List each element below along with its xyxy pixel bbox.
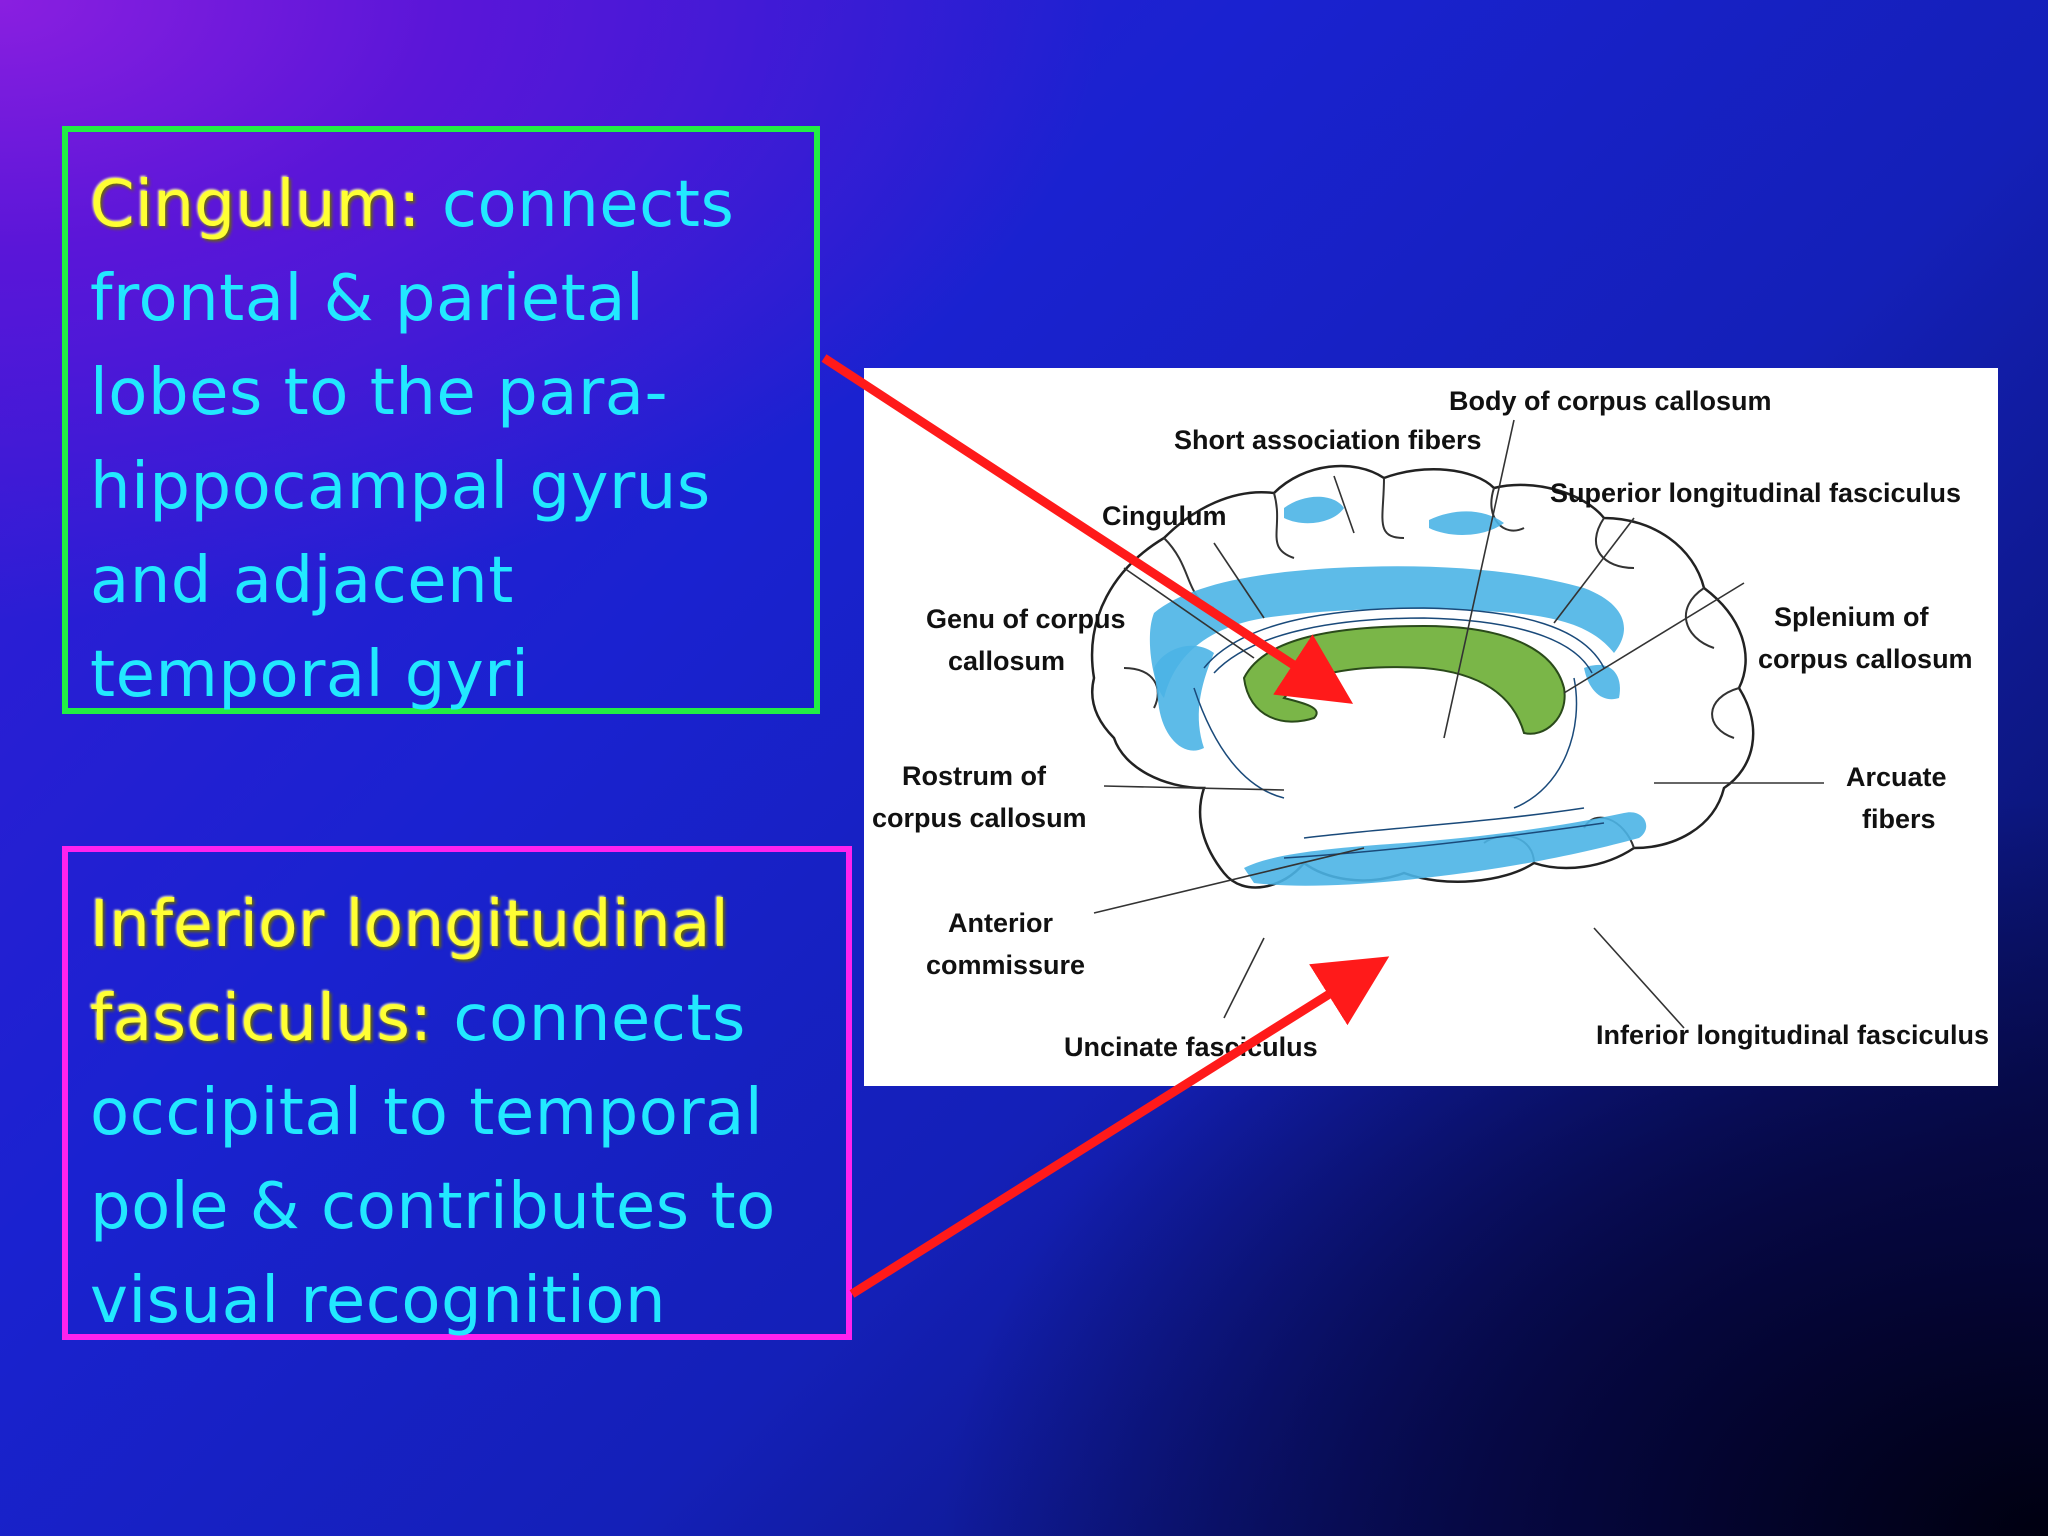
cingulum-text-5: temporal gyri (90, 638, 530, 712)
label-arcuate-line-1: Arcuate (1846, 762, 1947, 792)
ilf-term-line-2: fasciculus: (90, 982, 433, 1056)
brain-white-matter-diagram: Body of corpus callosum Short associatio… (864, 368, 1998, 1086)
label-rostrum-line-1: Rostrum of (902, 761, 1047, 791)
label-cingulum: Cingulum (1102, 501, 1226, 531)
label-rostrum-line-2: corpus callosum (872, 803, 1087, 833)
cingulum-text-3: hippocampal gyrus (90, 450, 711, 524)
label-genu-line-2: callosum (948, 646, 1065, 676)
ilf-text-2: pole & contributes to (90, 1170, 776, 1244)
label-genu-line-1: Genu of corpus (926, 604, 1126, 634)
splenium-tract (1584, 664, 1620, 700)
cingulum-text-0: connects (420, 168, 735, 242)
cingulum-description-box: Cingulum: connects frontal & parietal lo… (62, 126, 820, 714)
label-uncinate-fasciculus: Uncinate fasciculus (1064, 1032, 1318, 1062)
fiber-streaks (1193, 607, 1605, 859)
ilf-text-3: visual recognition (90, 1264, 667, 1338)
cingulum-text-4: and adjacent (90, 544, 514, 618)
label-anterior-line-2: commissure (926, 950, 1085, 980)
label-splenium-line-1: Splenium of (1774, 602, 1930, 632)
cingulum-text-1: frontal & parietal (90, 262, 645, 336)
label-superior-longitudinal-fasciculus: Superior longitudinal fasciculus (1550, 478, 1961, 508)
label-short-association-fibers: Short association fibers (1174, 425, 1482, 455)
ilf-line-2: fasciculus: connects (90, 972, 846, 1066)
label-splenium-line-2: corpus callosum (1758, 644, 1973, 674)
label-arcuate-line-2: fibers (1862, 804, 1936, 834)
label-inferior-longitudinal-fasciculus: Inferior longitudinal fasciculus (1596, 1020, 1989, 1050)
ilf-text-0: connects (432, 982, 746, 1056)
label-anterior-line-1: Anterior (948, 908, 1054, 938)
cingulum-term: Cingulum: (90, 168, 421, 242)
ilf-text-1: occipital to temporal (90, 1076, 764, 1150)
cingulum-line-1: Cingulum: connects (90, 158, 814, 252)
ilf-description-box: Inferior longitudinal fasciculus: connec… (62, 846, 852, 1340)
label-body-of-corpus-callosum: Body of corpus callosum (1449, 386, 1772, 416)
cingulum-text-2: lobes to the para- (90, 356, 669, 430)
ilf-term-line-1: Inferior longitudinal (90, 888, 730, 962)
brain-diagram-svg: Body of corpus callosum Short associatio… (872, 386, 1989, 1062)
